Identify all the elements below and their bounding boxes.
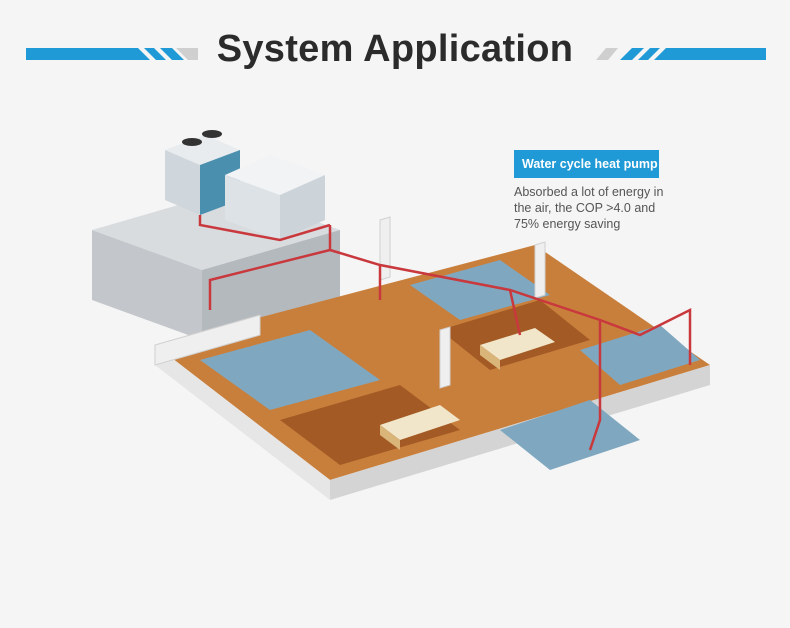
- decorative-stripe-left: [26, 48, 198, 60]
- water-tank-unit: [225, 155, 325, 240]
- page-title: System Application: [216, 28, 574, 70]
- callout-description: Absorbed a lot of energy in the air, the…: [514, 184, 664, 232]
- callout-description-line: Absorbed a lot of energy in: [514, 185, 664, 199]
- decorative-stripe-right: [596, 48, 766, 60]
- floor-plan-illustration: [92, 130, 710, 500]
- callout-description-line: the air, the COP >4.0 and: [514, 201, 656, 215]
- callout-label: Water cycle heat pump: [514, 150, 659, 178]
- callout-description-line: 75% energy saving: [514, 217, 621, 231]
- bed: [380, 405, 460, 450]
- bed: [480, 328, 555, 370]
- interior-walls: [154, 216, 546, 389]
- title-row: System Application: [0, 0, 790, 100]
- water-pipes: [198, 215, 692, 451]
- building-floor: [155, 245, 710, 500]
